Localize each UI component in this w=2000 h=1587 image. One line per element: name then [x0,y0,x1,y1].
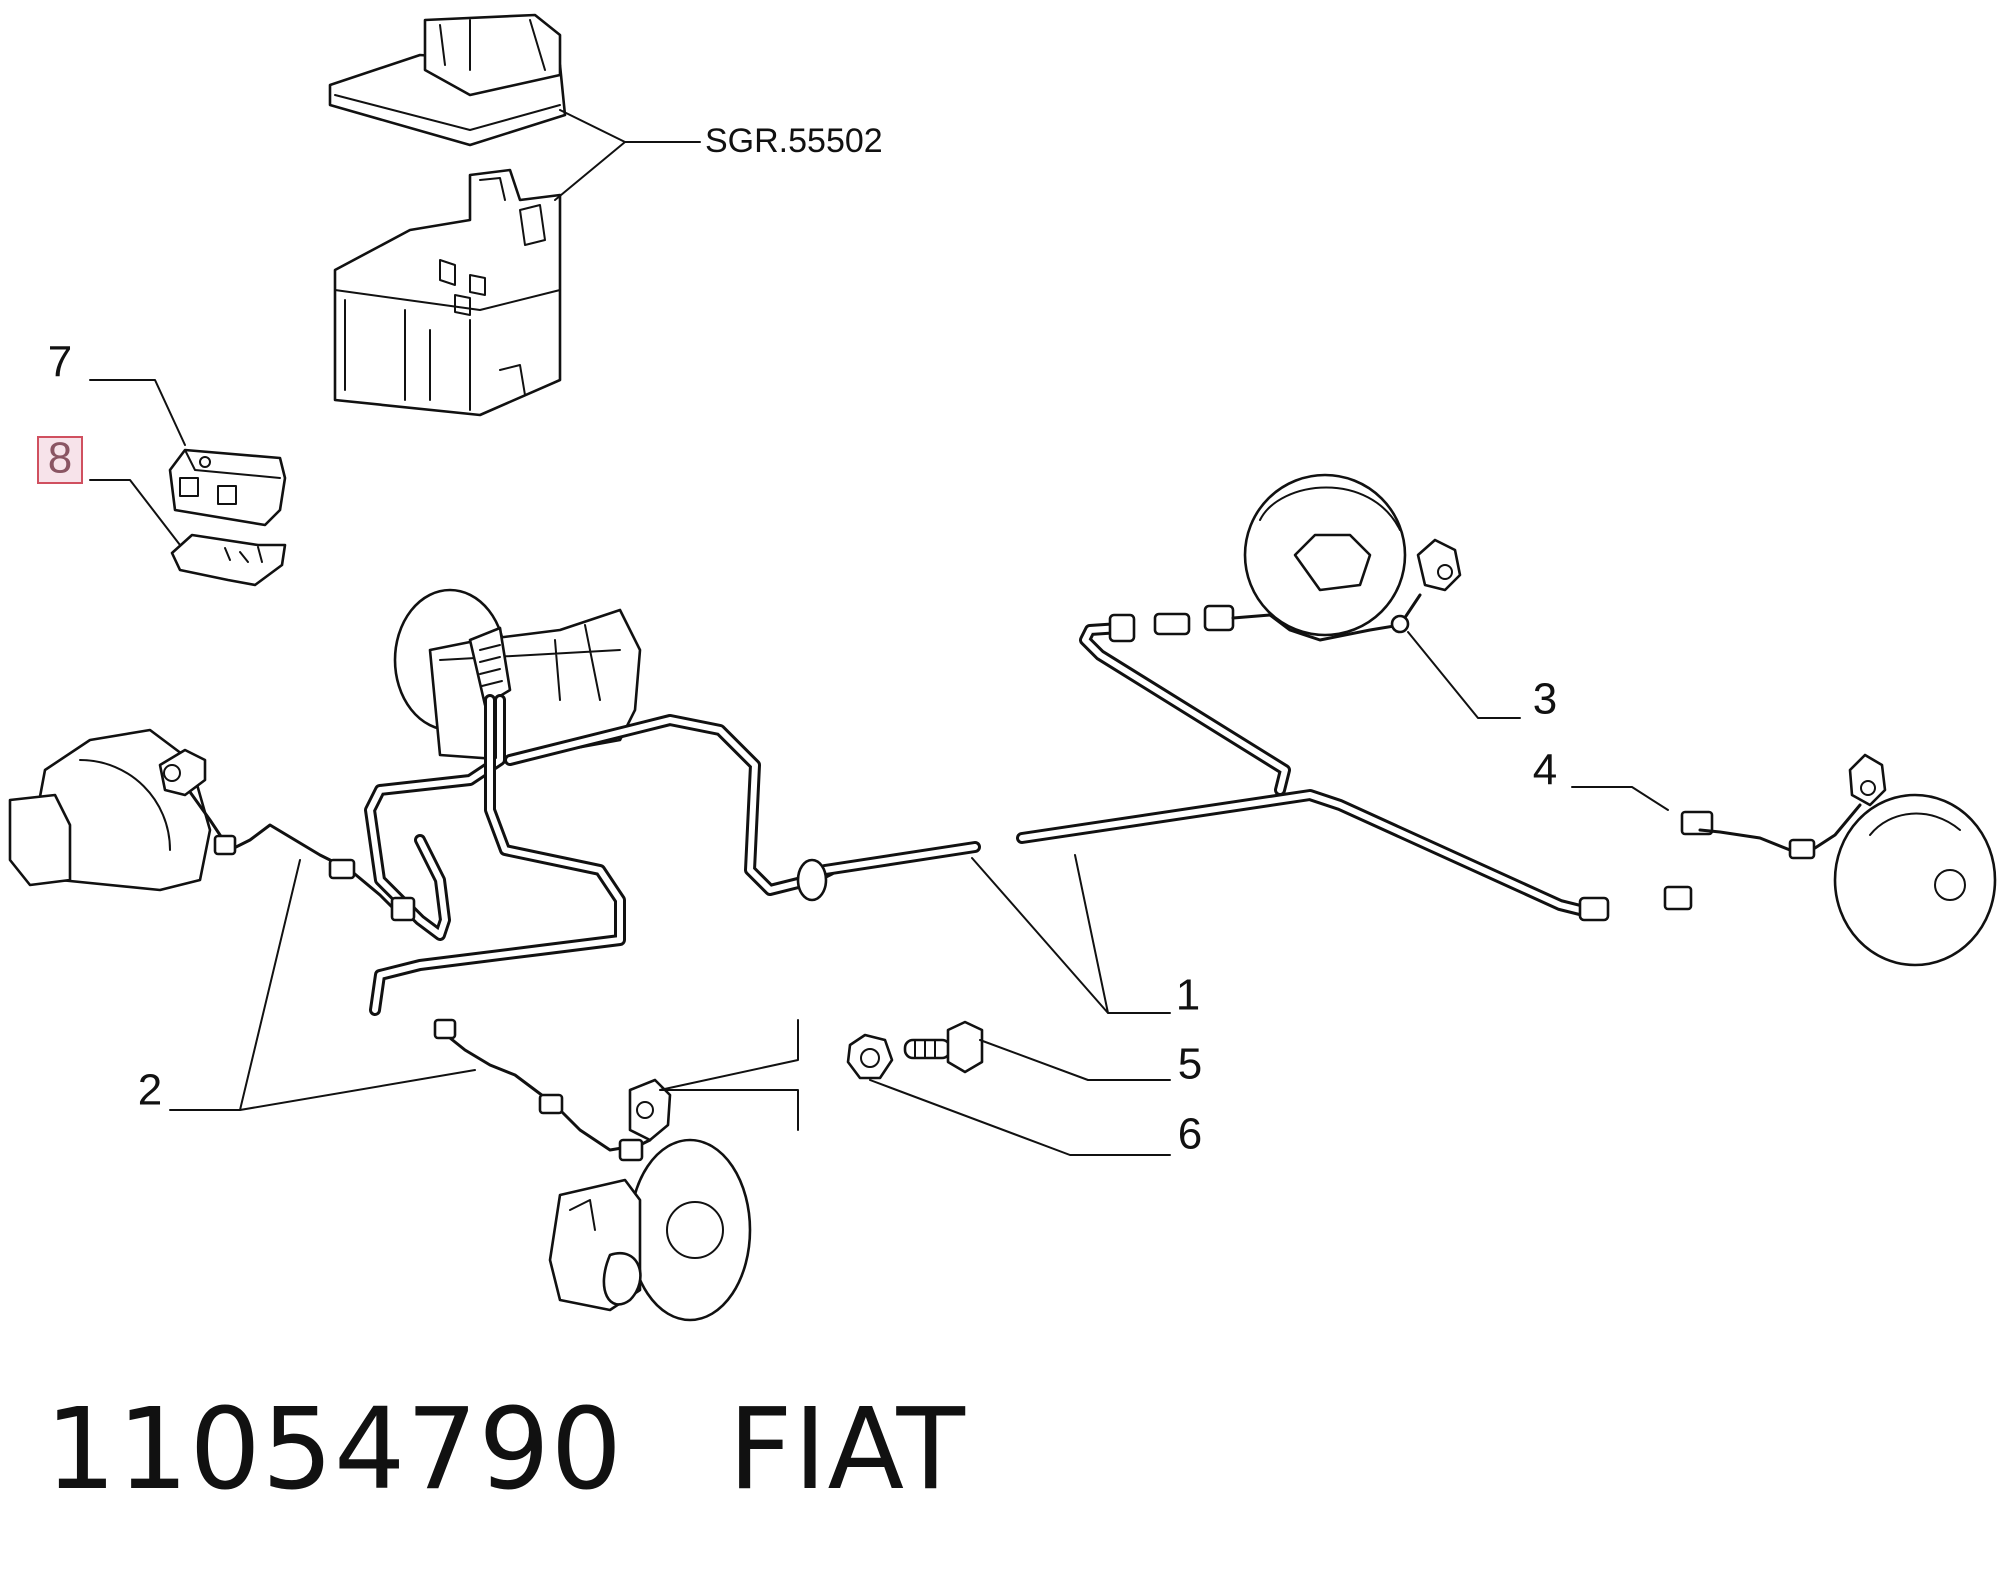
brand-name: FIAT [728,1385,966,1515]
leader-8 [89,479,181,546]
rear-right-drum-illustration [1833,793,1997,967]
leader-lines [169,631,1669,1156]
bolt-part-5 [903,1020,984,1074]
rear-upper-drum-illustration [1243,473,1407,637]
brake-pipes [364,622,1586,1016]
part-number: 11054790 [45,1385,624,1515]
callout-8: 8 [48,434,72,483]
right-front-brake-illustration [548,1138,752,1322]
callout-3: 3 [1533,675,1557,724]
callout-5: 5 [1178,1040,1202,1089]
callout-7: 7 [48,338,72,387]
nut-part-6 [846,1033,894,1080]
callout-1: 1 [1176,971,1200,1020]
callout-6: 6 [1178,1110,1202,1159]
rear-right-sensor-cable [1698,753,1887,860]
callout-2: 2 [138,1066,162,1115]
footer: 11054790 FIAT [45,1385,966,1515]
fuse-box-illustration [328,13,567,417]
pipe-fittings [796,604,1714,922]
fuse-part-8 [170,533,287,587]
right-front-sensor-cable [433,1018,672,1162]
leader-7 [89,379,186,446]
callout-4: 4 [1533,746,1557,795]
left-front-sensor-cable [158,748,416,922]
callout-8-highlight [37,436,83,484]
rear-upper-sensor-cable [1231,538,1462,642]
sgr-leader-line [554,109,701,201]
abs-module-illustration [393,588,642,762]
sgr-reference-label: SGR.55502 [705,122,883,160]
relay-part-7 [168,448,287,527]
